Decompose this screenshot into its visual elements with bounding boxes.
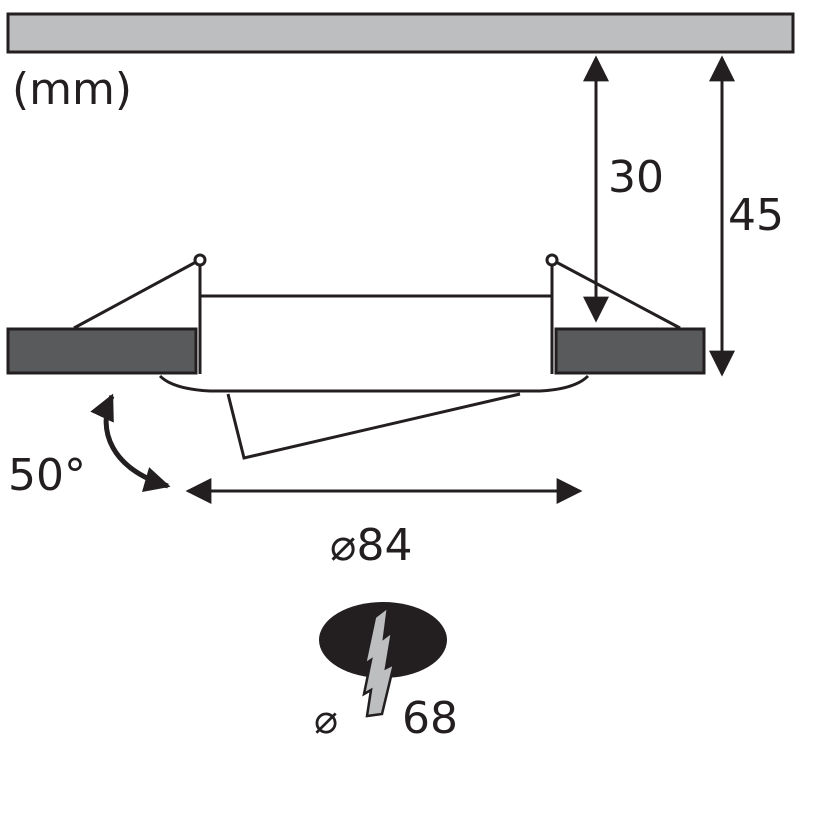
clip-pivot-left: [193, 253, 207, 267]
tilt-arrow-icon: [90, 393, 171, 493]
lightning-bolt-icon: [362, 604, 396, 718]
cutout-diameter-value: 68: [402, 693, 458, 744]
dimension-label-30: 30: [608, 152, 664, 203]
ceiling-slab: [6, 12, 795, 54]
ceiling-panel-left: [6, 327, 198, 375]
dimension-label-45: 45: [728, 190, 784, 241]
tilt-angle-label: 50°: [8, 450, 86, 501]
cutout-diameter-symbol: ⌀: [314, 697, 338, 743]
ceiling-panel-right: [554, 327, 706, 375]
clip-pivot-right: [545, 253, 559, 267]
unit-label: (mm): [12, 64, 132, 115]
diameter-label-84: ⌀84: [330, 520, 412, 571]
